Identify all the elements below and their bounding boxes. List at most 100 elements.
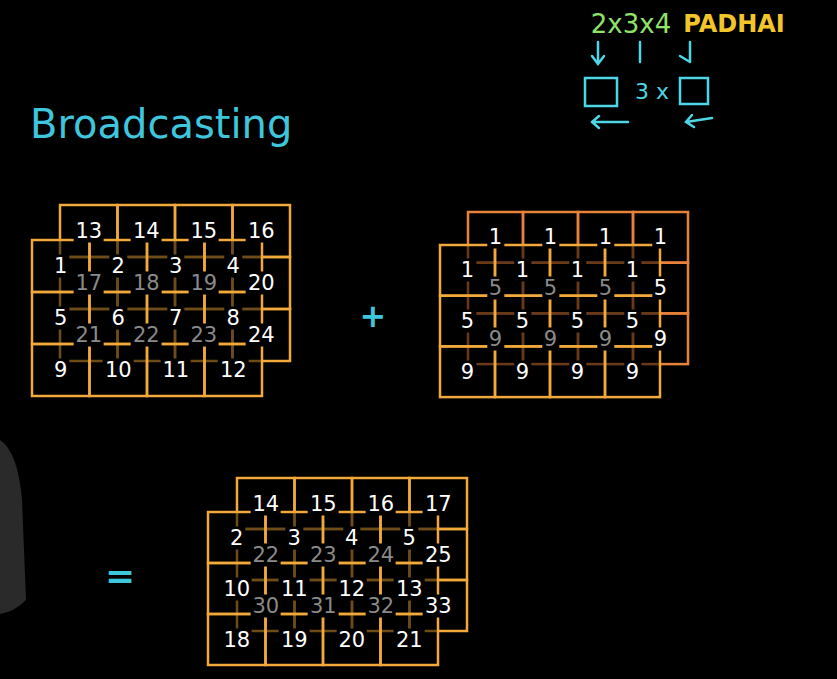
tensor-value: 12: [218, 359, 249, 382]
operator-symbol: +: [358, 299, 389, 333]
annotation-square: [585, 78, 617, 106]
tensor-value: 33: [423, 594, 454, 617]
tensor-value: 21: [73, 324, 104, 347]
annotation-square: [680, 78, 708, 104]
tensor-value: 16: [365, 492, 396, 515]
annotation-arrow: [592, 116, 628, 128]
tensor-value: 11: [279, 577, 310, 600]
tensor-value: 8: [225, 307, 242, 330]
tensor-value: 18: [131, 272, 162, 295]
tensor-value: 9: [459, 360, 476, 383]
front-layer-shade: [32, 240, 262, 396]
tensor-value: 1: [514, 259, 531, 282]
tensor-value: 9: [514, 360, 531, 383]
tensor-value: 9: [542, 327, 559, 350]
annotation-arrow: [680, 42, 690, 62]
tensor-value: 1: [624, 259, 641, 282]
tensor-value: 5: [597, 277, 614, 300]
tensor-value: 23: [188, 324, 219, 347]
tensor-value: 5: [542, 277, 559, 300]
shape-annotation: 2x3x4: [589, 10, 673, 38]
grid-cell: [323, 614, 381, 665]
tensor-value: 14: [131, 220, 162, 243]
front-layer: [32, 240, 262, 396]
tensor-value: 5: [624, 310, 641, 333]
tensor-value: 20: [246, 272, 277, 295]
front-layer-shade: [208, 512, 438, 665]
tensor-value: 7: [167, 307, 184, 330]
tensor-value: 32: [365, 594, 396, 617]
tensor-value: 5: [569, 310, 586, 333]
tensor-value: 12: [336, 577, 367, 600]
tensor-value: 1: [487, 226, 504, 249]
tensor-value: 5: [514, 310, 531, 333]
tensor-value: 10: [221, 577, 252, 600]
tensor-value: 1: [459, 259, 476, 282]
tensor-value: 9: [487, 327, 504, 350]
tensor-value: 1: [652, 226, 669, 249]
tensor-value: 5: [52, 307, 69, 330]
annotation-stroke: [639, 42, 642, 62]
tensor-value: 5: [652, 277, 669, 300]
tensor-grid: [208, 478, 467, 665]
tensor-value: 22: [131, 324, 162, 347]
tensor-value: 19: [279, 628, 310, 651]
tensor-value: 3: [286, 526, 303, 549]
tensor-value: 9: [597, 327, 614, 350]
tensor-value: 24: [246, 324, 277, 347]
grid-cell: [205, 344, 263, 396]
grid-cell: [147, 344, 205, 396]
grid-cell: [495, 346, 550, 397]
logo: PADHAI: [681, 11, 786, 37]
grid-cell: [550, 346, 605, 397]
tensor-value: 13: [394, 577, 425, 600]
tensor-value: 1: [597, 226, 614, 249]
tensor-value: 17: [73, 272, 104, 295]
tensor-value: 16: [246, 220, 277, 243]
front-layer-shade: [440, 245, 660, 397]
presenter-silhouette: [0, 440, 26, 614]
grid-cell: [90, 344, 148, 396]
tensor-value: 4: [343, 526, 360, 549]
tensor-value: 25: [423, 543, 454, 566]
tensor-value: 15: [308, 492, 339, 515]
tensor-value: 21: [394, 628, 425, 651]
tensor-value: 10: [103, 359, 134, 382]
tensor-value: 5: [487, 277, 504, 300]
tensor-value: 11: [160, 359, 191, 382]
tensor-value: 2: [110, 255, 127, 278]
tensor-value: 1: [569, 259, 586, 282]
tensor-value: 5: [401, 526, 418, 549]
tensor-value: 2: [228, 526, 245, 549]
tensor-value: 6: [110, 307, 127, 330]
tensor-value: 9: [652, 327, 669, 350]
tensor-value: 18: [221, 628, 252, 651]
tensor-value: 24: [365, 543, 396, 566]
tensor-value: 31: [308, 594, 339, 617]
front-layer: [208, 512, 438, 665]
grid-cell: [440, 346, 495, 397]
grid-cell: [208, 614, 266, 665]
grid-cell: [266, 614, 324, 665]
tensor-value: 9: [52, 359, 69, 382]
tensor-value: 9: [569, 360, 586, 383]
grid-cell: [381, 614, 439, 665]
tensor-value: 30: [250, 594, 281, 617]
tensor-value: 4: [225, 255, 242, 278]
tensor-value: 5: [459, 310, 476, 333]
tensor-value: 9: [624, 360, 641, 383]
tensor-value: 19: [188, 272, 219, 295]
annotation-arrow: [592, 42, 604, 64]
tensor-value: 1: [542, 226, 559, 249]
tensor-grid: [32, 205, 290, 396]
annotation-arrow: [686, 115, 712, 127]
tensor-value: 1: [52, 255, 69, 278]
tensor-value: 17: [423, 492, 454, 515]
tensor-grid: [440, 212, 688, 397]
tensor-value: 13: [73, 220, 104, 243]
title: Broadcasting: [30, 104, 292, 144]
tensor-value: 14: [250, 492, 281, 515]
grid-cell: [605, 346, 660, 397]
front-layer: [440, 245, 660, 397]
